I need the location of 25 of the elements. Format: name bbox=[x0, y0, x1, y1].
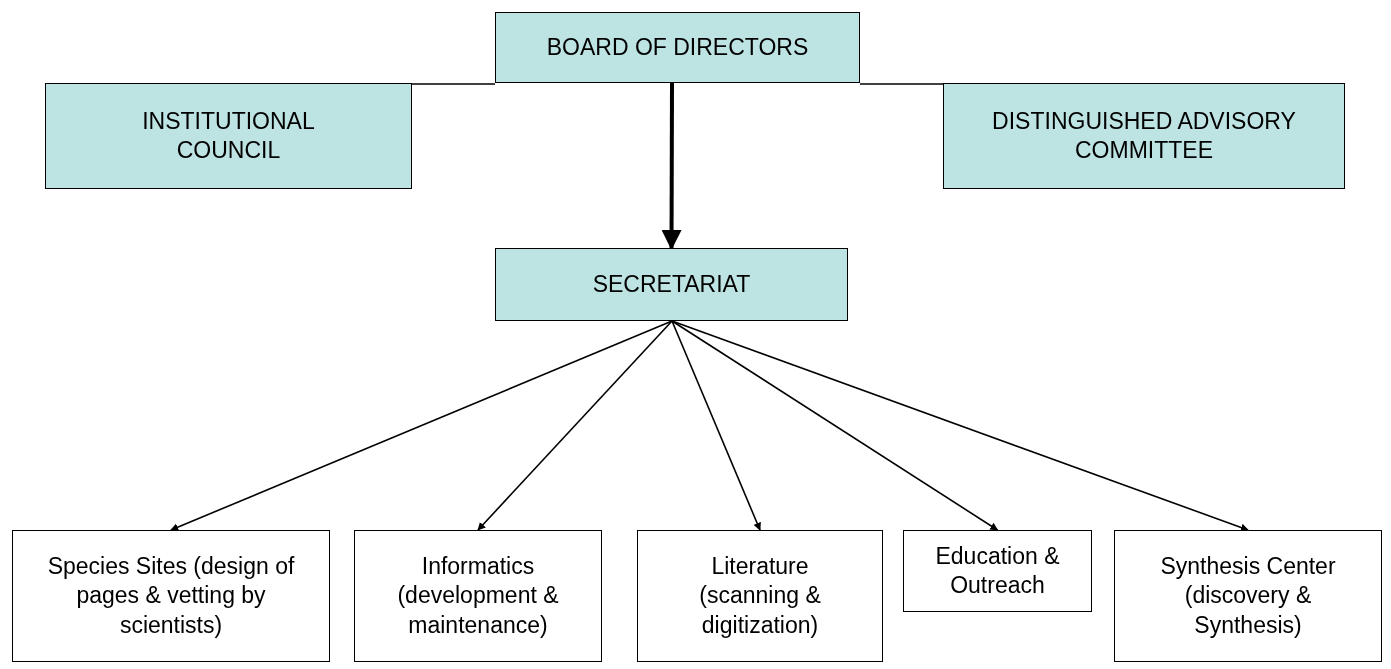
org-box bbox=[495, 12, 860, 83]
box-label: SECRETARIAT bbox=[592, 269, 751, 299]
box-label: DISTINGUISHED ADVISORY COMMITTEE bbox=[991, 106, 1297, 165]
arrow bbox=[170, 320, 673, 531]
box-label: Literature (scanning & digitization) bbox=[698, 552, 822, 640]
org-box bbox=[12, 530, 330, 662]
box-label: Education & Outreach bbox=[934, 541, 1061, 600]
org-box bbox=[495, 248, 848, 321]
box-label: BOARD OF DIRECTORS bbox=[546, 32, 809, 62]
org-box bbox=[637, 530, 883, 662]
org-box bbox=[903, 530, 1092, 612]
box-label: Species Sites (design of pages & vetting by scientists) bbox=[46, 552, 296, 640]
box-label: Informatics (development & maintenance) bbox=[396, 552, 560, 640]
arrow bbox=[671, 320, 761, 531]
arrow bbox=[661, 83, 682, 250]
box-label: INSTITUTIONAL COUNCIL bbox=[141, 106, 316, 165]
connector-line bbox=[859, 83, 944, 85]
org-box bbox=[1114, 530, 1382, 662]
arrow bbox=[671, 320, 999, 531]
org-box bbox=[354, 530, 602, 662]
org-box bbox=[45, 83, 412, 189]
box-label: Synthesis Center (discovery & Synthesis) bbox=[1159, 552, 1337, 640]
org-box bbox=[943, 83, 1345, 189]
arrow bbox=[477, 320, 673, 531]
connector-line bbox=[411, 83, 496, 85]
